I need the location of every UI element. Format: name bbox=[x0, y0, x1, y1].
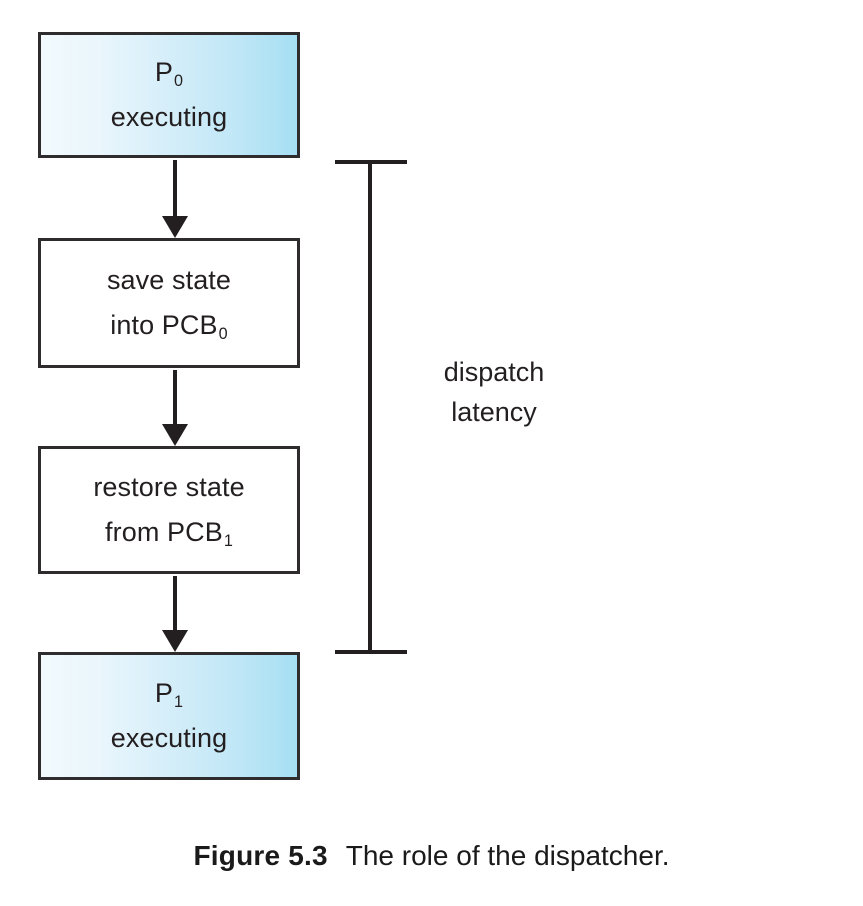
node-save-state-line1: save state bbox=[106, 265, 232, 295]
arrow-save-to-restore-icon bbox=[162, 370, 188, 446]
dispatch-latency-line1: dispatch bbox=[443, 357, 545, 387]
node-save-state-subscript: 0 bbox=[218, 324, 228, 343]
dispatch-latency-bracket-icon bbox=[335, 160, 407, 654]
arrow-head bbox=[162, 630, 188, 652]
arrow-shaft bbox=[173, 576, 177, 632]
node-restore-state-line2: from PCB1 bbox=[105, 517, 233, 550]
dispatch-latency-label: dispatch latency bbox=[404, 352, 584, 432]
node-p1-label-line2: executing bbox=[110, 723, 228, 753]
bracket-bottom-cap bbox=[335, 650, 407, 654]
node-p0-label-line1: P0 bbox=[154, 57, 184, 90]
node-p1-subscript: 1 bbox=[174, 692, 184, 711]
node-p0-label-line2: executing bbox=[110, 102, 228, 132]
node-restore-state-line1: restore state bbox=[93, 472, 245, 502]
node-p0-executing: P0 executing bbox=[38, 32, 300, 158]
arrow-restore-to-p1-icon bbox=[162, 576, 188, 652]
arrow-shaft bbox=[173, 160, 177, 218]
node-restore-state-subscript: 1 bbox=[223, 531, 233, 550]
node-save-state: save state into PCB0 bbox=[38, 238, 300, 368]
arrow-head bbox=[162, 424, 188, 446]
arrow-p0-to-save-icon bbox=[162, 160, 188, 238]
node-p0-subscript: 0 bbox=[174, 71, 184, 90]
bracket-stem bbox=[368, 160, 372, 654]
arrow-shaft bbox=[173, 370, 177, 426]
node-p1-label-line1: P1 bbox=[154, 678, 184, 711]
arrow-head bbox=[162, 216, 188, 238]
figure-caption: Figure 5.3 The role of the dispatcher. bbox=[0, 838, 863, 874]
dispatch-latency-line2: latency bbox=[451, 397, 537, 427]
figure-caption-label: Figure 5.3 bbox=[193, 840, 328, 871]
node-p1-executing: P1 executing bbox=[38, 652, 300, 780]
node-save-state-line2: into PCB0 bbox=[110, 310, 228, 343]
node-restore-state: restore state from PCB1 bbox=[38, 446, 300, 574]
figure-caption-text: The role of the dispatcher. bbox=[345, 840, 670, 871]
